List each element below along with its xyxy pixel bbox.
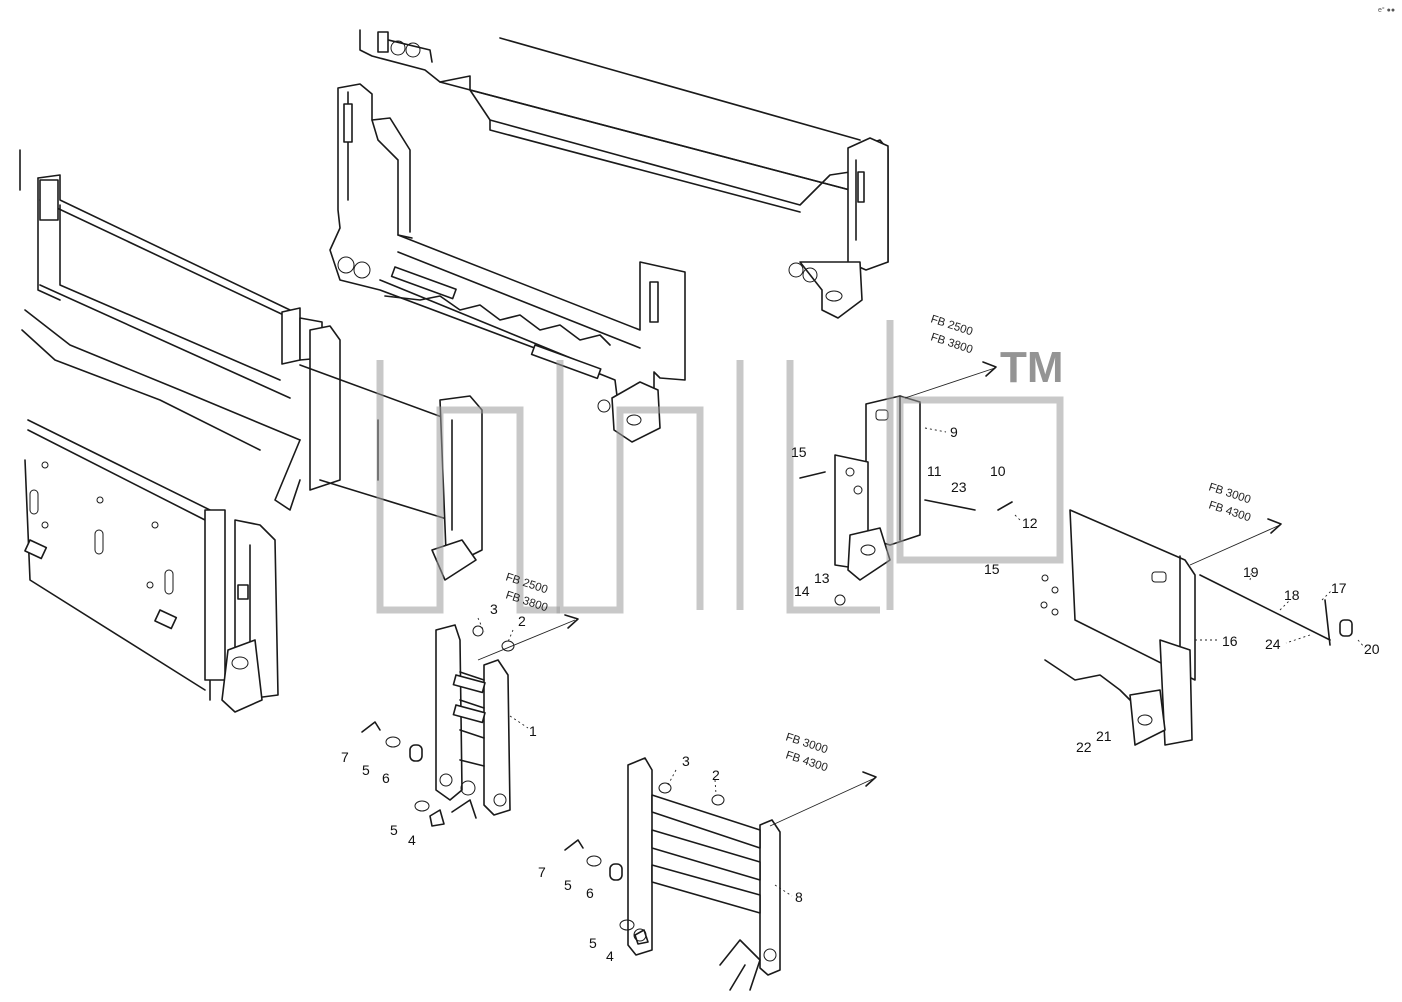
callout-14: 14 (794, 583, 810, 599)
callout-19: 19 (1243, 564, 1259, 580)
plate-part-16 (1040, 509, 1353, 746)
frame-left-large (19, 149, 483, 713)
callout-labels: 1 2 3 4 5 5 6 7 2 3 4 5 5 6 7 8 9 10 11 … (341, 424, 1380, 964)
callout-6: 6 (382, 770, 390, 786)
callout-3: 3 (490, 601, 498, 617)
callout-8: 8 (795, 889, 803, 905)
callout-16: 16 (1222, 633, 1238, 649)
callout-1: 1 (529, 723, 537, 739)
callout-2: 2 (712, 767, 720, 783)
callout-23: 23 (951, 479, 967, 495)
callout-4: 4 (408, 832, 416, 848)
callout-11: 11 (927, 463, 942, 479)
callout-7: 7 (341, 749, 349, 765)
watermark-logo: TM (376, 320, 1064, 614)
callout-24: 24 (1265, 636, 1281, 652)
callout-5: 5 (589, 935, 597, 951)
hardware-set-2 (564, 839, 649, 945)
fb-note-part-9: FB 2500 FB 3800 (904, 313, 997, 399)
callout-5: 5 (390, 822, 398, 838)
fb-note-part-8: FB 3000 FB 4300 (769, 731, 877, 827)
trademark-mark: TM (1000, 343, 1064, 392)
callout-17: 17 (1331, 580, 1347, 596)
callout-2: 2 (518, 613, 526, 629)
callout-13: 13 (814, 570, 830, 586)
callout-10: 10 (990, 463, 1006, 479)
fb-note-part-16: FB 3000 FB 4300 (1189, 481, 1282, 566)
frame-middle (329, 83, 686, 443)
callout-15: 15 (984, 561, 1000, 577)
plate-part-9 (799, 395, 1013, 606)
corner-mark: e° ●● (1378, 6, 1395, 14)
bracket-part-1 (435, 624, 515, 819)
callout-7: 7 (538, 864, 546, 880)
callout-20: 20 (1364, 641, 1380, 657)
callout-21: 21 (1096, 728, 1112, 744)
callout-6: 6 (586, 885, 594, 901)
callout-12: 12 (1022, 515, 1038, 531)
callout-5: 5 (362, 762, 370, 778)
frame-upper-rear (359, 29, 889, 319)
leader-lines (477, 427, 1366, 897)
callout-18: 18 (1284, 587, 1300, 603)
callout-4: 4 (606, 948, 614, 964)
callout-15: 15 (791, 444, 807, 460)
callout-5: 5 (564, 877, 572, 893)
callout-9: 9 (950, 424, 958, 440)
bracket-part-8 (627, 757, 781, 991)
callout-3: 3 (682, 753, 690, 769)
hardware-set-1 (361, 721, 445, 827)
callout-22: 22 (1076, 739, 1092, 755)
